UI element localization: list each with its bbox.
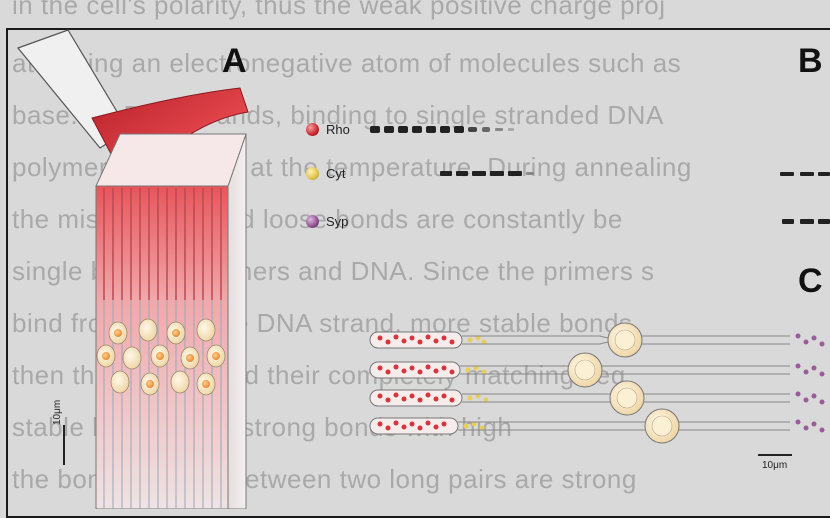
rod-cell	[370, 323, 825, 357]
legend-label: Syp	[326, 214, 348, 229]
legend-item-rho: Rho	[306, 122, 350, 137]
rho-dot-icon	[306, 123, 319, 136]
syp-dot-icon	[306, 215, 319, 228]
scalebar-label-c: 10μm	[762, 460, 787, 471]
legend-item-cyt: Cyt	[306, 166, 346, 181]
rod-cell	[370, 381, 825, 415]
retina-block-diagram	[18, 30, 248, 509]
rod-photoreceptors	[370, 323, 825, 455]
legend-label: Cyt	[326, 166, 346, 181]
legend-item-syp: Syp	[306, 214, 348, 229]
legend-label: Rho	[326, 122, 350, 137]
rod-cell	[370, 409, 825, 443]
rod-cell	[370, 353, 825, 387]
panel-label-c: C	[798, 262, 823, 301]
panel-label-a: A	[222, 42, 247, 81]
scalebar-label-a: 10μm	[52, 400, 63, 425]
cyt-dot-icon	[306, 167, 319, 180]
expression-tracks	[370, 126, 830, 224]
panel-label-b: B	[798, 42, 823, 81]
